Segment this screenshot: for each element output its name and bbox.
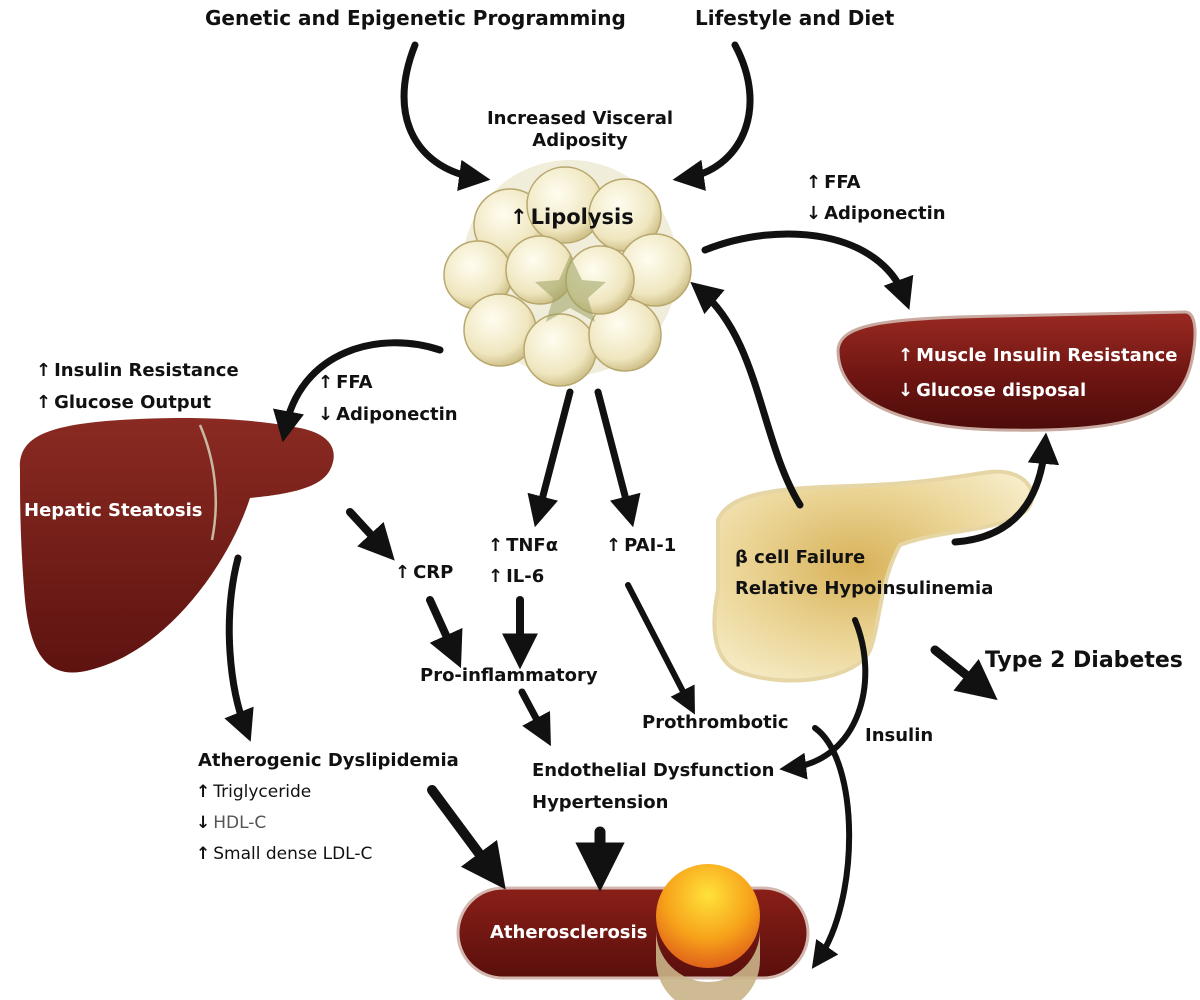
label-hdl-c: HDL-C bbox=[196, 813, 266, 833]
label-glucose-disposal: Glucose disposal bbox=[898, 380, 1086, 402]
label-type-2-diabetes: Type 2 Diabetes bbox=[985, 648, 1183, 673]
up-arrow-icon bbox=[36, 392, 51, 414]
label-insulin-resistance: Insulin Resistance bbox=[36, 360, 239, 382]
up-arrow-icon bbox=[510, 205, 528, 230]
label-il6: IL-6 bbox=[488, 566, 544, 588]
label-genetic-programming: Genetic and Epigenetic Programming bbox=[205, 6, 626, 30]
label-lipolysis: Lipolysis bbox=[510, 205, 634, 230]
adipose-tissue-illustration bbox=[443, 160, 692, 387]
up-arrow-icon bbox=[806, 172, 821, 194]
up-arrow-icon bbox=[196, 844, 210, 864]
label-muscle-insulin-resistance: Muscle Insulin Resistance bbox=[898, 345, 1177, 367]
up-arrow-icon bbox=[318, 372, 333, 394]
down-arrow-icon bbox=[318, 404, 333, 426]
arrows bbox=[224, 41, 1060, 969]
liver-illustration bbox=[19, 417, 334, 673]
label-ffa-muscle: FFA bbox=[806, 172, 860, 194]
label-pro-inflammatory: Pro-inflammatory bbox=[420, 665, 598, 686]
up-arrow-icon bbox=[196, 782, 210, 802]
label-beta-cell-failure: β cell Failure bbox=[735, 547, 866, 568]
up-arrow-icon bbox=[898, 345, 913, 367]
label-crp: CRP bbox=[395, 562, 453, 584]
label-pai1: PAI-1 bbox=[606, 535, 676, 557]
label-endothelial-dysfunction: Endothelial Dysfunction bbox=[532, 760, 775, 781]
pancreas-illustration bbox=[712, 469, 1035, 683]
label-adiponectin-liver: Adiponectin bbox=[318, 404, 458, 426]
down-arrow-icon bbox=[196, 813, 210, 833]
label-relative-hypoinsulinemia: Relative Hypoinsulinemia bbox=[735, 578, 994, 599]
down-arrow-icon bbox=[898, 380, 913, 402]
atherosclerosis-vessel bbox=[456, 864, 810, 1000]
down-arrow-icon bbox=[806, 203, 821, 225]
label-atherosclerosis: Atherosclerosis bbox=[490, 922, 648, 943]
up-arrow-icon bbox=[36, 360, 51, 382]
up-arrow-icon bbox=[488, 535, 503, 557]
label-increased-visceral-adiposity: Increased Visceral Adiposity bbox=[486, 108, 674, 151]
label-hepatic-steatosis: Hepatic Steatosis bbox=[24, 500, 203, 521]
label-atherogenic-dyslipidemia: Atherogenic Dyslipidemia bbox=[198, 750, 459, 771]
label-adiponectin-muscle: Adiponectin bbox=[806, 203, 946, 225]
label-ffa-liver: FFA bbox=[318, 372, 372, 394]
label-small-dense-ldl-c: Small dense LDL-C bbox=[196, 844, 372, 864]
up-arrow-icon bbox=[606, 535, 621, 557]
label-hypertension: Hypertension bbox=[532, 792, 669, 813]
label-triglyceride: Triglyceride bbox=[196, 782, 311, 802]
muscle-illustration bbox=[836, 310, 1197, 432]
label-prothrombotic: Prothrombotic bbox=[642, 712, 789, 733]
label-lifestyle-diet: Lifestyle and Diet bbox=[695, 6, 895, 30]
up-arrow-icon bbox=[395, 562, 410, 584]
up-arrow-icon bbox=[488, 566, 503, 588]
label-tnf-alpha: TNFα bbox=[488, 535, 558, 557]
label-insulin: Insulin bbox=[865, 725, 934, 746]
label-glucose-output: Glucose Output bbox=[36, 392, 211, 414]
